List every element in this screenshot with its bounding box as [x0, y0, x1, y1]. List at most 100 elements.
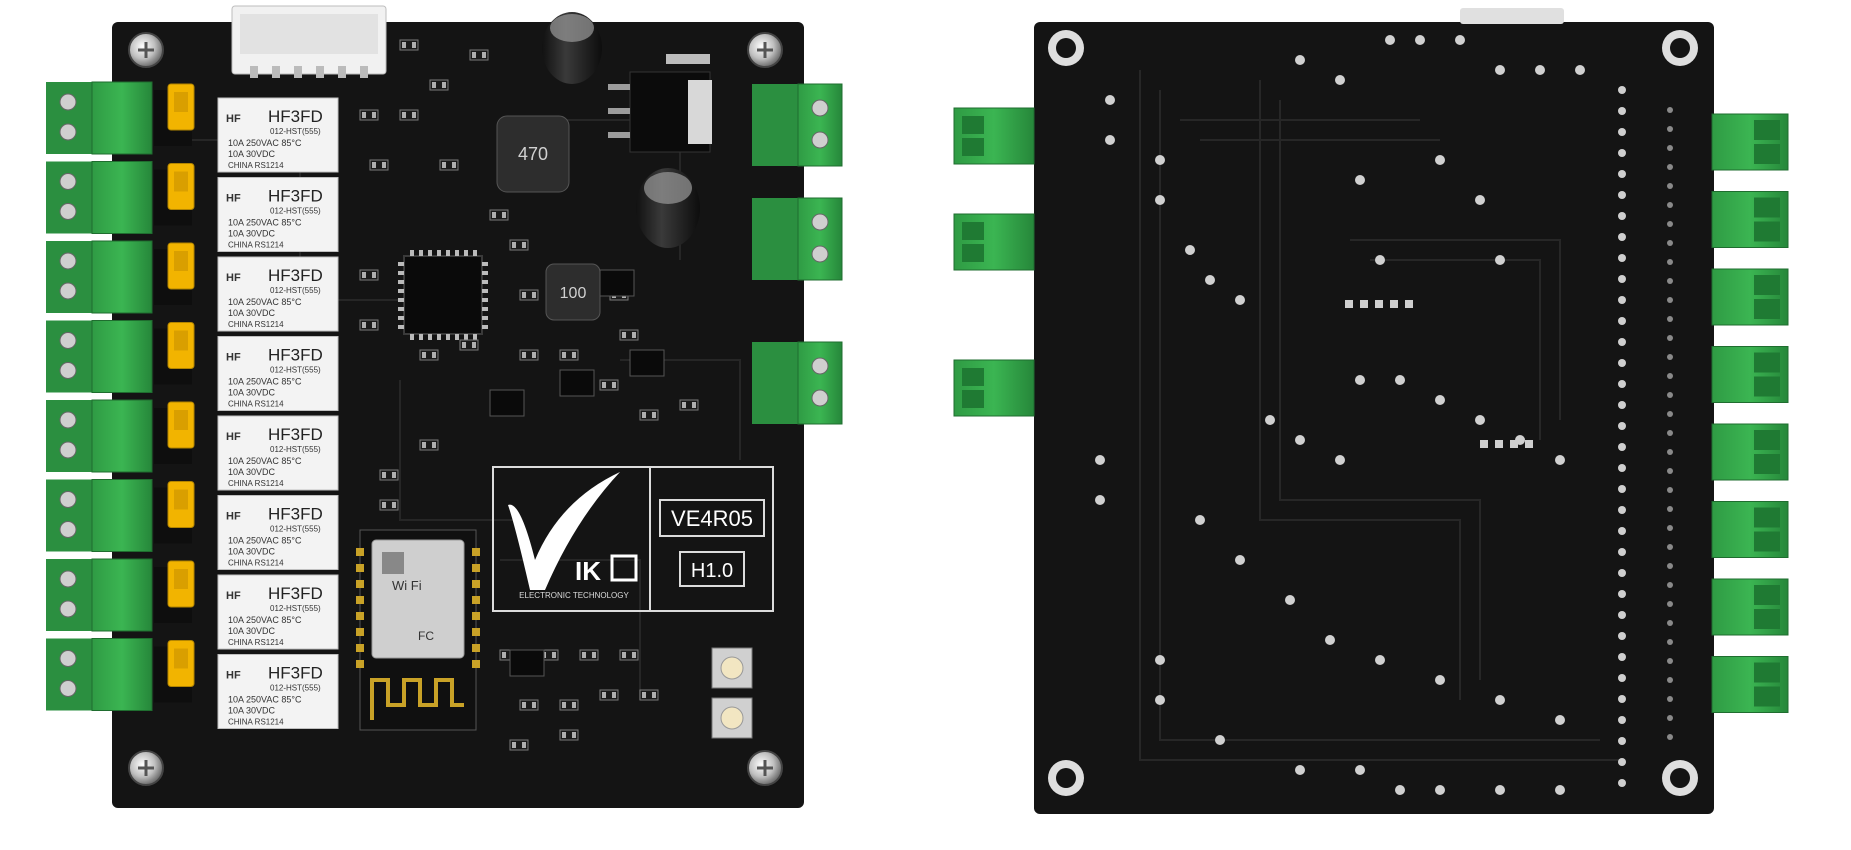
relay-model: 012-HST(555): [270, 604, 321, 613]
jumper-cap: [167, 640, 195, 687]
svg-text:HF: HF: [226, 193, 241, 205]
jumper-cap: [167, 481, 195, 528]
svg-text:FC: FC: [418, 629, 434, 643]
inductor-small-label: 100: [560, 285, 587, 302]
front-right-terminal-blocks: [752, 83, 843, 425]
push-buttons: [711, 647, 753, 739]
relay-label: HF3FD: [268, 187, 323, 206]
relay-origin: CHINA RS1214: [228, 718, 284, 727]
relay-rating-2: 10A 30VDC: [228, 467, 276, 477]
svg-text:HF: HF: [226, 113, 241, 125]
svg-text:HF: HF: [226, 511, 241, 523]
back-right-terminal-blocks: [1711, 113, 1789, 713]
terminal-block: [46, 81, 192, 155]
back-solder-joints: [1095, 35, 1673, 795]
wifi-module: Wi Fi FC: [356, 529, 480, 731]
inductor-large-label: 470: [518, 144, 548, 164]
revision-label: H1.0: [691, 560, 733, 582]
relay-label: HF3FD: [268, 505, 323, 524]
relay-rating-1: 10A 250VAC 85°C: [228, 695, 302, 705]
terminal-block: [1711, 346, 1789, 403]
brand-panel: IK ELECTRONIC TECHNOLOGY VE4R05 H1.0: [492, 466, 774, 612]
relay-origin: CHINA RS1214: [228, 161, 284, 170]
relay-model: 012-HST(555): [270, 684, 321, 693]
relay-label: HF3FD: [268, 664, 323, 683]
smd-components: [359, 39, 699, 751]
back-traces: [1139, 70, 1620, 761]
relay-model: 012-HST(555): [270, 286, 321, 295]
voltage-regulator: [608, 54, 712, 153]
back-board: [953, 8, 1789, 814]
relay-model: 012-HST(555): [270, 127, 321, 136]
relay-rating-2: 10A 30VDC: [228, 547, 276, 557]
terminal-block: [1711, 268, 1789, 326]
terminal-block: [1711, 113, 1789, 171]
relay-model: 012-HST(555): [270, 207, 321, 216]
terminal-block: [1711, 656, 1789, 713]
brand-name: IK: [575, 556, 601, 586]
relay-rating-1: 10A 250VAC 85°C: [228, 297, 302, 307]
terminal-block: [1711, 191, 1789, 248]
pcb-back: [1034, 22, 1714, 814]
relay-origin: CHINA RS1214: [228, 241, 284, 250]
relay-rating-1: 10A 250VAC 85°C: [228, 218, 302, 228]
svg-text:HF: HF: [226, 272, 241, 284]
relay-origin: CHINA RS1214: [228, 400, 284, 409]
header-connector-white: [231, 5, 387, 78]
relay-model: 012-HST(555): [270, 525, 321, 534]
inductor-small: 100: [545, 263, 601, 321]
relay-origin: CHINA RS1214: [228, 559, 284, 568]
brand-tagline: ELECTRONIC TECHNOLOGY: [519, 591, 629, 600]
relay-model: 012-HST(555): [270, 445, 321, 454]
relay-label: HF3FD: [268, 266, 323, 285]
relay-label: HF3FD: [268, 107, 323, 126]
jumper-caps: [167, 83, 195, 687]
svg-text:HF: HF: [226, 590, 241, 602]
jumper-cap: [167, 322, 195, 369]
relay-rating-2: 10A 30VDC: [228, 229, 276, 239]
relay-label: HF3FD: [268, 584, 323, 603]
jumper-cap: [167, 401, 195, 449]
mcu-chip: [398, 250, 488, 340]
svg-text:HF: HF: [226, 670, 241, 682]
svg-text:Wi Fi: Wi Fi: [392, 578, 422, 593]
relay-model: 012-HST(555): [270, 366, 321, 375]
inductor-large: 470: [496, 115, 570, 193]
brand-logo-mark: [508, 472, 620, 590]
relay-origin: CHINA RS1214: [228, 638, 284, 647]
relay-rating-2: 10A 30VDC: [228, 388, 276, 398]
mounting-holes-back: [1048, 30, 1698, 796]
relay-rating-2: 10A 30VDC: [228, 308, 276, 318]
jumper-cap: [167, 83, 195, 131]
electrolytic-capacitors: [542, 12, 700, 248]
back-left-terminal-blocks: [953, 107, 1035, 417]
terminal-block: [1711, 423, 1789, 481]
svg-text:HF: HF: [226, 352, 241, 364]
relay-rating-1: 10A 250VAC 85°C: [228, 456, 302, 466]
relay-rating-2: 10A 30VDC: [228, 149, 276, 159]
terminal-block: [1711, 578, 1789, 636]
model-label: VE4R05: [671, 506, 753, 531]
relay-rating-1: 10A 250VAC 85°C: [228, 615, 302, 625]
jumper-cap: [167, 242, 195, 290]
relay-rating-1: 10A 250VAC 85°C: [228, 536, 302, 546]
relay-rating-2: 10A 30VDC: [228, 626, 276, 636]
terminal-block: [46, 479, 192, 552]
relay-origin: CHINA RS1214: [228, 320, 284, 329]
relay-origin: CHINA RS1214: [228, 479, 284, 488]
relay-label: HF3FD: [268, 425, 323, 444]
relay-rating-1: 10A 250VAC 85°C: [228, 138, 302, 148]
jumper-cap: [167, 163, 195, 210]
relay-rating-2: 10A 30VDC: [228, 706, 276, 716]
terminal-block: [1711, 501, 1789, 558]
